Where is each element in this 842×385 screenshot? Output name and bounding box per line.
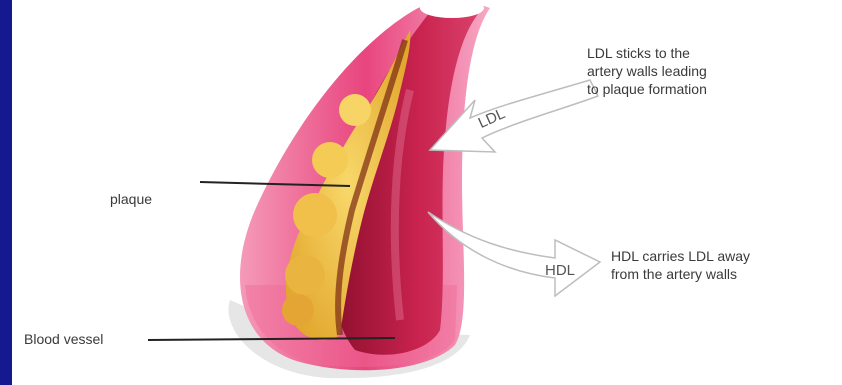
plaque-label: plaque — [110, 190, 152, 208]
plaque-blob — [293, 193, 337, 237]
hdl-arrow-label: HDL — [545, 262, 575, 279]
blood-vessel-label: Blood vessel — [24, 330, 103, 348]
plaque-blob — [339, 94, 371, 126]
plaque-blob — [312, 142, 348, 178]
plaque-blob — [285, 255, 325, 295]
plaque-blob — [282, 294, 314, 326]
ldl-note: LDL sticks to the artery walls leading t… — [587, 44, 707, 98]
hdl-note: HDL carries LDL away from the artery wal… — [611, 247, 750, 283]
